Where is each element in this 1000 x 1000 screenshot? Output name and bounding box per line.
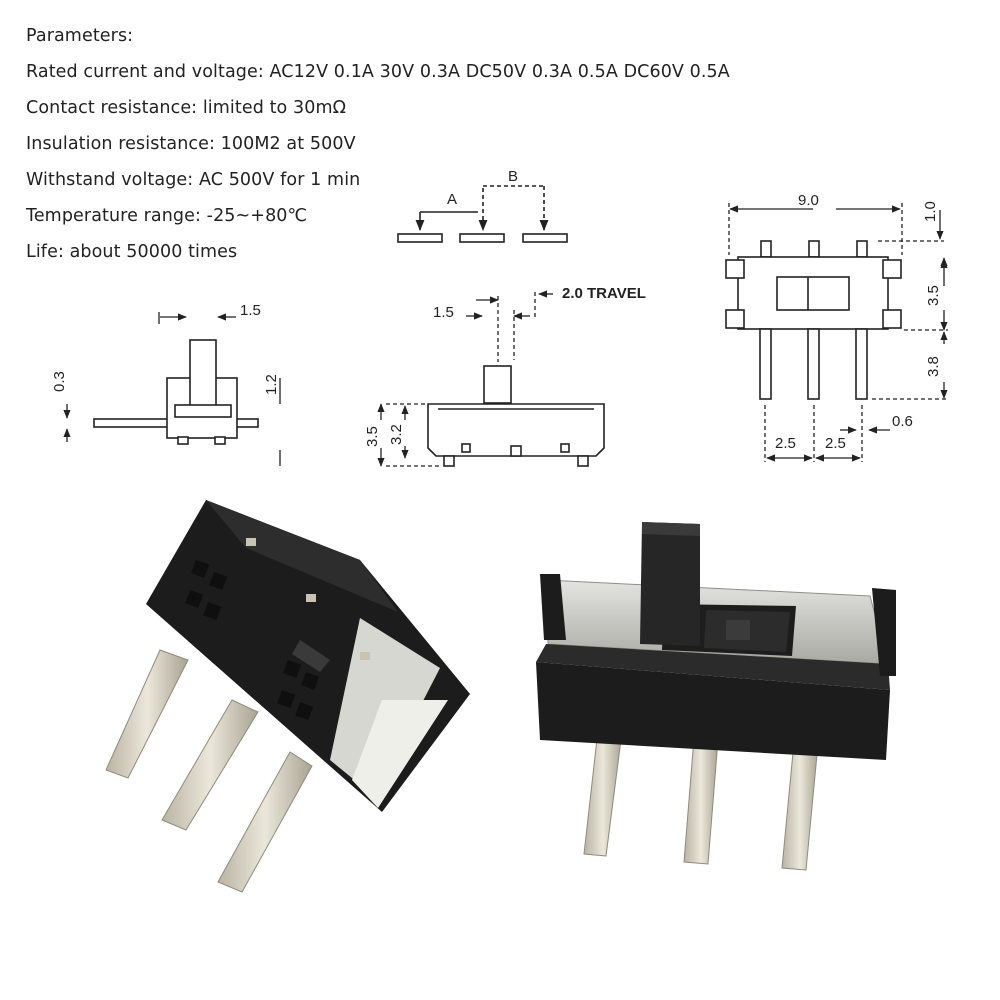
top-dim-length: 9.0 — [798, 192, 819, 209]
param-rated: Rated current and voltage: AC12V 0.1A 30… — [26, 62, 730, 82]
param-insulation: Insulation resistance: 100M2 at 500V — [26, 134, 356, 154]
top-view-drawing — [725, 240, 902, 400]
side-dim-thickness: 0.3 — [51, 371, 68, 392]
top-dim-top: 1.0 — [922, 201, 939, 222]
switch-schematic — [397, 185, 568, 243]
side-dim-height: 1.2 — [263, 374, 280, 395]
param-temperature: Temperature range: -25~+80℃ — [26, 206, 308, 226]
top-dim-body: 3.5 — [925, 285, 942, 306]
front-view-dims — [377, 290, 553, 467]
label-a: A — [447, 191, 457, 208]
side-view-drawing — [93, 339, 259, 445]
param-withstand: Withstand voltage: AC 500V for 1 min — [26, 170, 361, 190]
side-dim-width: 1.5 — [240, 302, 261, 319]
top-dim-pin-width: 0.6 — [892, 413, 913, 430]
param-contact: Contact resistance: limited to 30mΩ — [26, 98, 347, 118]
parameters-heading: Parameters: — [26, 26, 134, 46]
switch-photo-left — [105, 500, 470, 893]
top-view-dims — [728, 203, 948, 462]
front-dim-total-height: 3.5 — [364, 426, 381, 447]
front-dim-body-height: 3.2 — [388, 424, 405, 445]
label-b: B — [508, 168, 518, 185]
front-travel: 2.0 TRAVEL — [562, 285, 646, 302]
front-view-drawing — [427, 365, 605, 467]
param-life: Life: about 50000 times — [26, 242, 238, 262]
side-view-dims — [63, 312, 281, 466]
front-dim-slider: 1.5 — [433, 304, 454, 321]
top-dim-pitch-1: 2.5 — [775, 435, 796, 452]
top-dim-pin-length: 3.8 — [925, 356, 942, 377]
top-dim-pitch-2: 2.5 — [825, 435, 846, 452]
switch-photo-right — [536, 522, 896, 871]
